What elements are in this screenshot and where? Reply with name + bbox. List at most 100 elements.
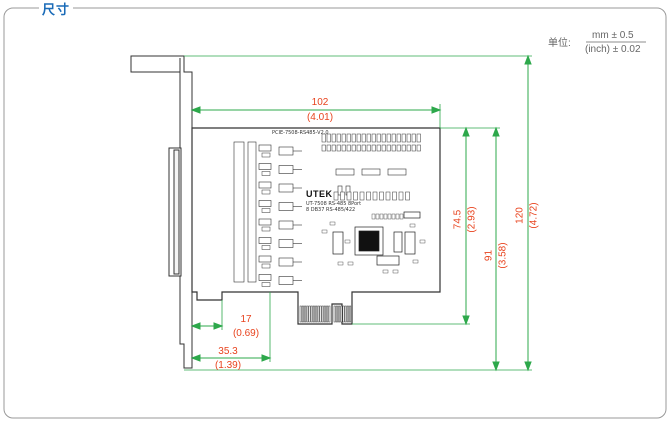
header-pin [416, 133, 421, 143]
port-capacitor [261, 245, 271, 250]
header-pin [331, 144, 336, 152]
port-resistor [258, 144, 272, 152]
dim-pcie-inch: (3.58) [497, 242, 509, 269]
header-pin [386, 133, 391, 143]
header-pin [386, 144, 391, 152]
outer-frame [3, 7, 667, 419]
header-pin [321, 133, 326, 143]
header-pin [346, 144, 351, 152]
passive-part [382, 269, 389, 274]
pcb-board [191, 127, 441, 325]
gold-finger [333, 305, 336, 323]
port-transceiver [278, 183, 294, 193]
passive-part [419, 239, 426, 244]
dim-board-height-mm: 74.5 [452, 209, 464, 230]
gold-finger [335, 305, 338, 323]
dip-cell [379, 191, 384, 201]
dip-cell [353, 191, 358, 201]
header-pin [371, 133, 376, 143]
smd-part [387, 213, 392, 220]
port-capacitor [261, 263, 271, 269]
dim-width-inch: (4.01) [306, 112, 334, 123]
smd-part [395, 213, 400, 220]
header-pin [356, 144, 361, 152]
header-pin [371, 144, 376, 152]
header-pin [346, 133, 351, 143]
port-capacitor [261, 282, 271, 287]
dip-cell [346, 191, 352, 201]
header-pin [366, 144, 371, 152]
gold-finger [319, 305, 322, 323]
header-pin [351, 133, 356, 143]
board-top-label: PCIE-7508-RS485-V2.0 [272, 130, 329, 136]
gold-finger [344, 305, 347, 323]
dip-cell [392, 191, 397, 201]
header-pin [381, 144, 386, 152]
port-transceiver [278, 202, 294, 211]
gold-finger [299, 305, 302, 323]
dip-cell [372, 191, 378, 201]
port-capacitor [261, 152, 271, 158]
gold-finger [342, 305, 345, 323]
dip-cell [398, 191, 404, 201]
header-pin [411, 144, 416, 152]
port-transceiver [278, 165, 294, 174]
port-capacitor [261, 171, 271, 176]
smd-part [379, 213, 384, 220]
header-pin [336, 144, 341, 152]
gold-finger [310, 305, 313, 323]
gold-finger [315, 305, 318, 323]
brand-logo: UTEK [306, 189, 333, 199]
port-resistor [258, 200, 272, 207]
header-pin [406, 144, 411, 152]
dimension-lines [184, 54, 532, 372]
passive-part [344, 239, 351, 244]
dim-total-mm: 120 [514, 207, 526, 224]
port-resistor [258, 274, 272, 281]
header-pin [411, 133, 416, 143]
port-resistor [258, 218, 272, 226]
gold-finger [312, 305, 315, 323]
dim-bracket-mm: 17 [240, 314, 252, 325]
header-pin [401, 133, 406, 143]
gold-finger [306, 305, 309, 323]
passive-components [321, 221, 426, 274]
passive-part [392, 269, 399, 274]
header-pin [366, 133, 371, 143]
port-capacitor [261, 189, 271, 195]
gold-finger [340, 305, 343, 323]
header-pin [376, 144, 381, 152]
dip-cell [333, 191, 339, 201]
section-title: 尺寸 [39, 0, 74, 18]
gold-finger [346, 305, 349, 323]
header-pin [376, 133, 381, 143]
header-pin [396, 144, 401, 152]
dip-cell [405, 191, 410, 201]
unit-primary: mm ± 0.5 [592, 30, 634, 41]
port-transceiver [278, 220, 294, 230]
dip-cell [366, 191, 371, 201]
gold-finger [349, 305, 352, 323]
gold-finger [323, 305, 326, 323]
header-pin [401, 144, 406, 152]
header-pin [326, 133, 331, 143]
header-pins [321, 133, 421, 152]
header-pin [361, 144, 366, 152]
header-pin [391, 144, 396, 152]
dip-switch-row [333, 191, 410, 220]
pcie-gold-fingers [299, 305, 352, 323]
port-circuits [258, 144, 302, 287]
header-pin [321, 144, 326, 152]
gold-finger [317, 305, 320, 323]
port-resistor [258, 237, 272, 244]
unit-secondary: (inch) ± 0.02 [585, 44, 641, 55]
gold-finger [321, 305, 324, 323]
passive-part [337, 261, 344, 266]
header-pin [391, 133, 396, 143]
dim-connector-inch: (1.39) [214, 360, 242, 371]
passive-part [409, 223, 416, 228]
dim-width-mm: 102 [311, 97, 329, 108]
header-pin [326, 144, 331, 152]
passive-part [412, 259, 419, 264]
